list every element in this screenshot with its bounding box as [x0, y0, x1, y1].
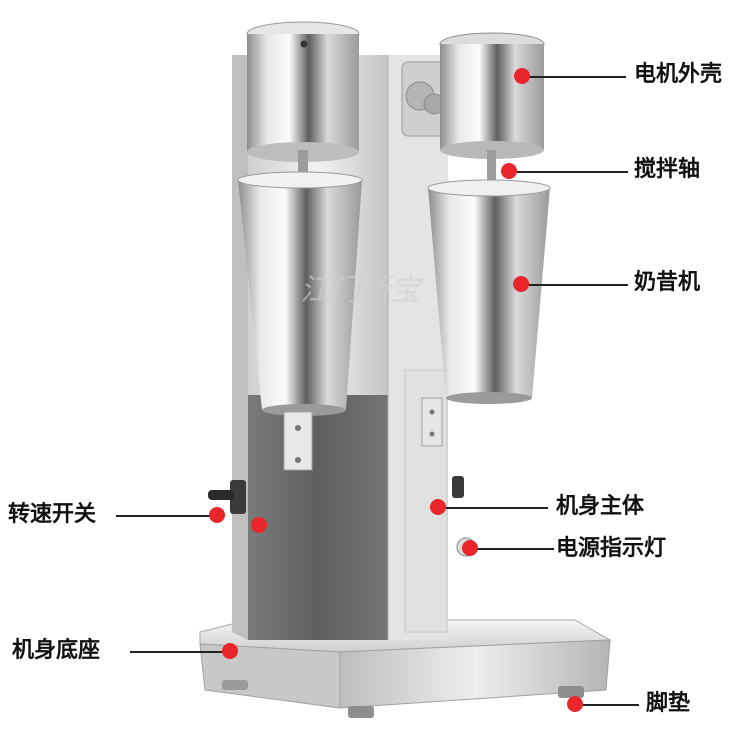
marker-power-indicator	[462, 540, 478, 556]
right-switch-knob	[452, 476, 464, 498]
gear-assembly	[401, 61, 447, 137]
right-cup	[421, 179, 551, 447]
label-milkshake-machine: 奶昔机	[634, 270, 701, 295]
speed-switch-knob	[208, 480, 246, 514]
left-motor-head	[246, 21, 360, 190]
label-machine-body: 机身主体	[556, 494, 645, 519]
left-cup	[237, 171, 363, 471]
label-power-indicator: 电源指示灯	[556, 536, 667, 561]
label-machine-base: 机身底座	[12, 638, 101, 663]
line-speed-switch	[116, 515, 218, 517]
marker-foot-pad	[567, 696, 583, 712]
marker-mixing-shaft	[501, 163, 517, 179]
label-speed-switch: 转速开关	[8, 502, 97, 527]
marker-machine-body	[430, 499, 446, 515]
line-mixing-shaft	[509, 171, 628, 173]
label-foot-pad: 脚垫	[646, 691, 691, 716]
marker-milkshake-machine	[513, 276, 529, 292]
base-plate	[199, 619, 612, 709]
marker-motor-housing	[514, 68, 530, 84]
marker-speed-switch	[209, 507, 225, 523]
foot-pads	[222, 680, 584, 718]
marker-speed-panel	[251, 517, 267, 533]
line-power-indicator	[470, 548, 554, 550]
marker-machine-base	[222, 643, 238, 659]
right-motor-head	[439, 32, 545, 184]
label-motor-housing: 电机外壳	[634, 62, 723, 87]
line-foot-pad	[575, 704, 639, 706]
line-machine-body	[438, 507, 548, 509]
line-motor-housing	[522, 76, 626, 78]
watermark: 江门新宝	[300, 273, 423, 308]
label-mixing-shaft: 搅拌轴	[634, 157, 701, 182]
line-machine-base	[130, 651, 230, 653]
line-milkshake-machine	[521, 284, 628, 286]
